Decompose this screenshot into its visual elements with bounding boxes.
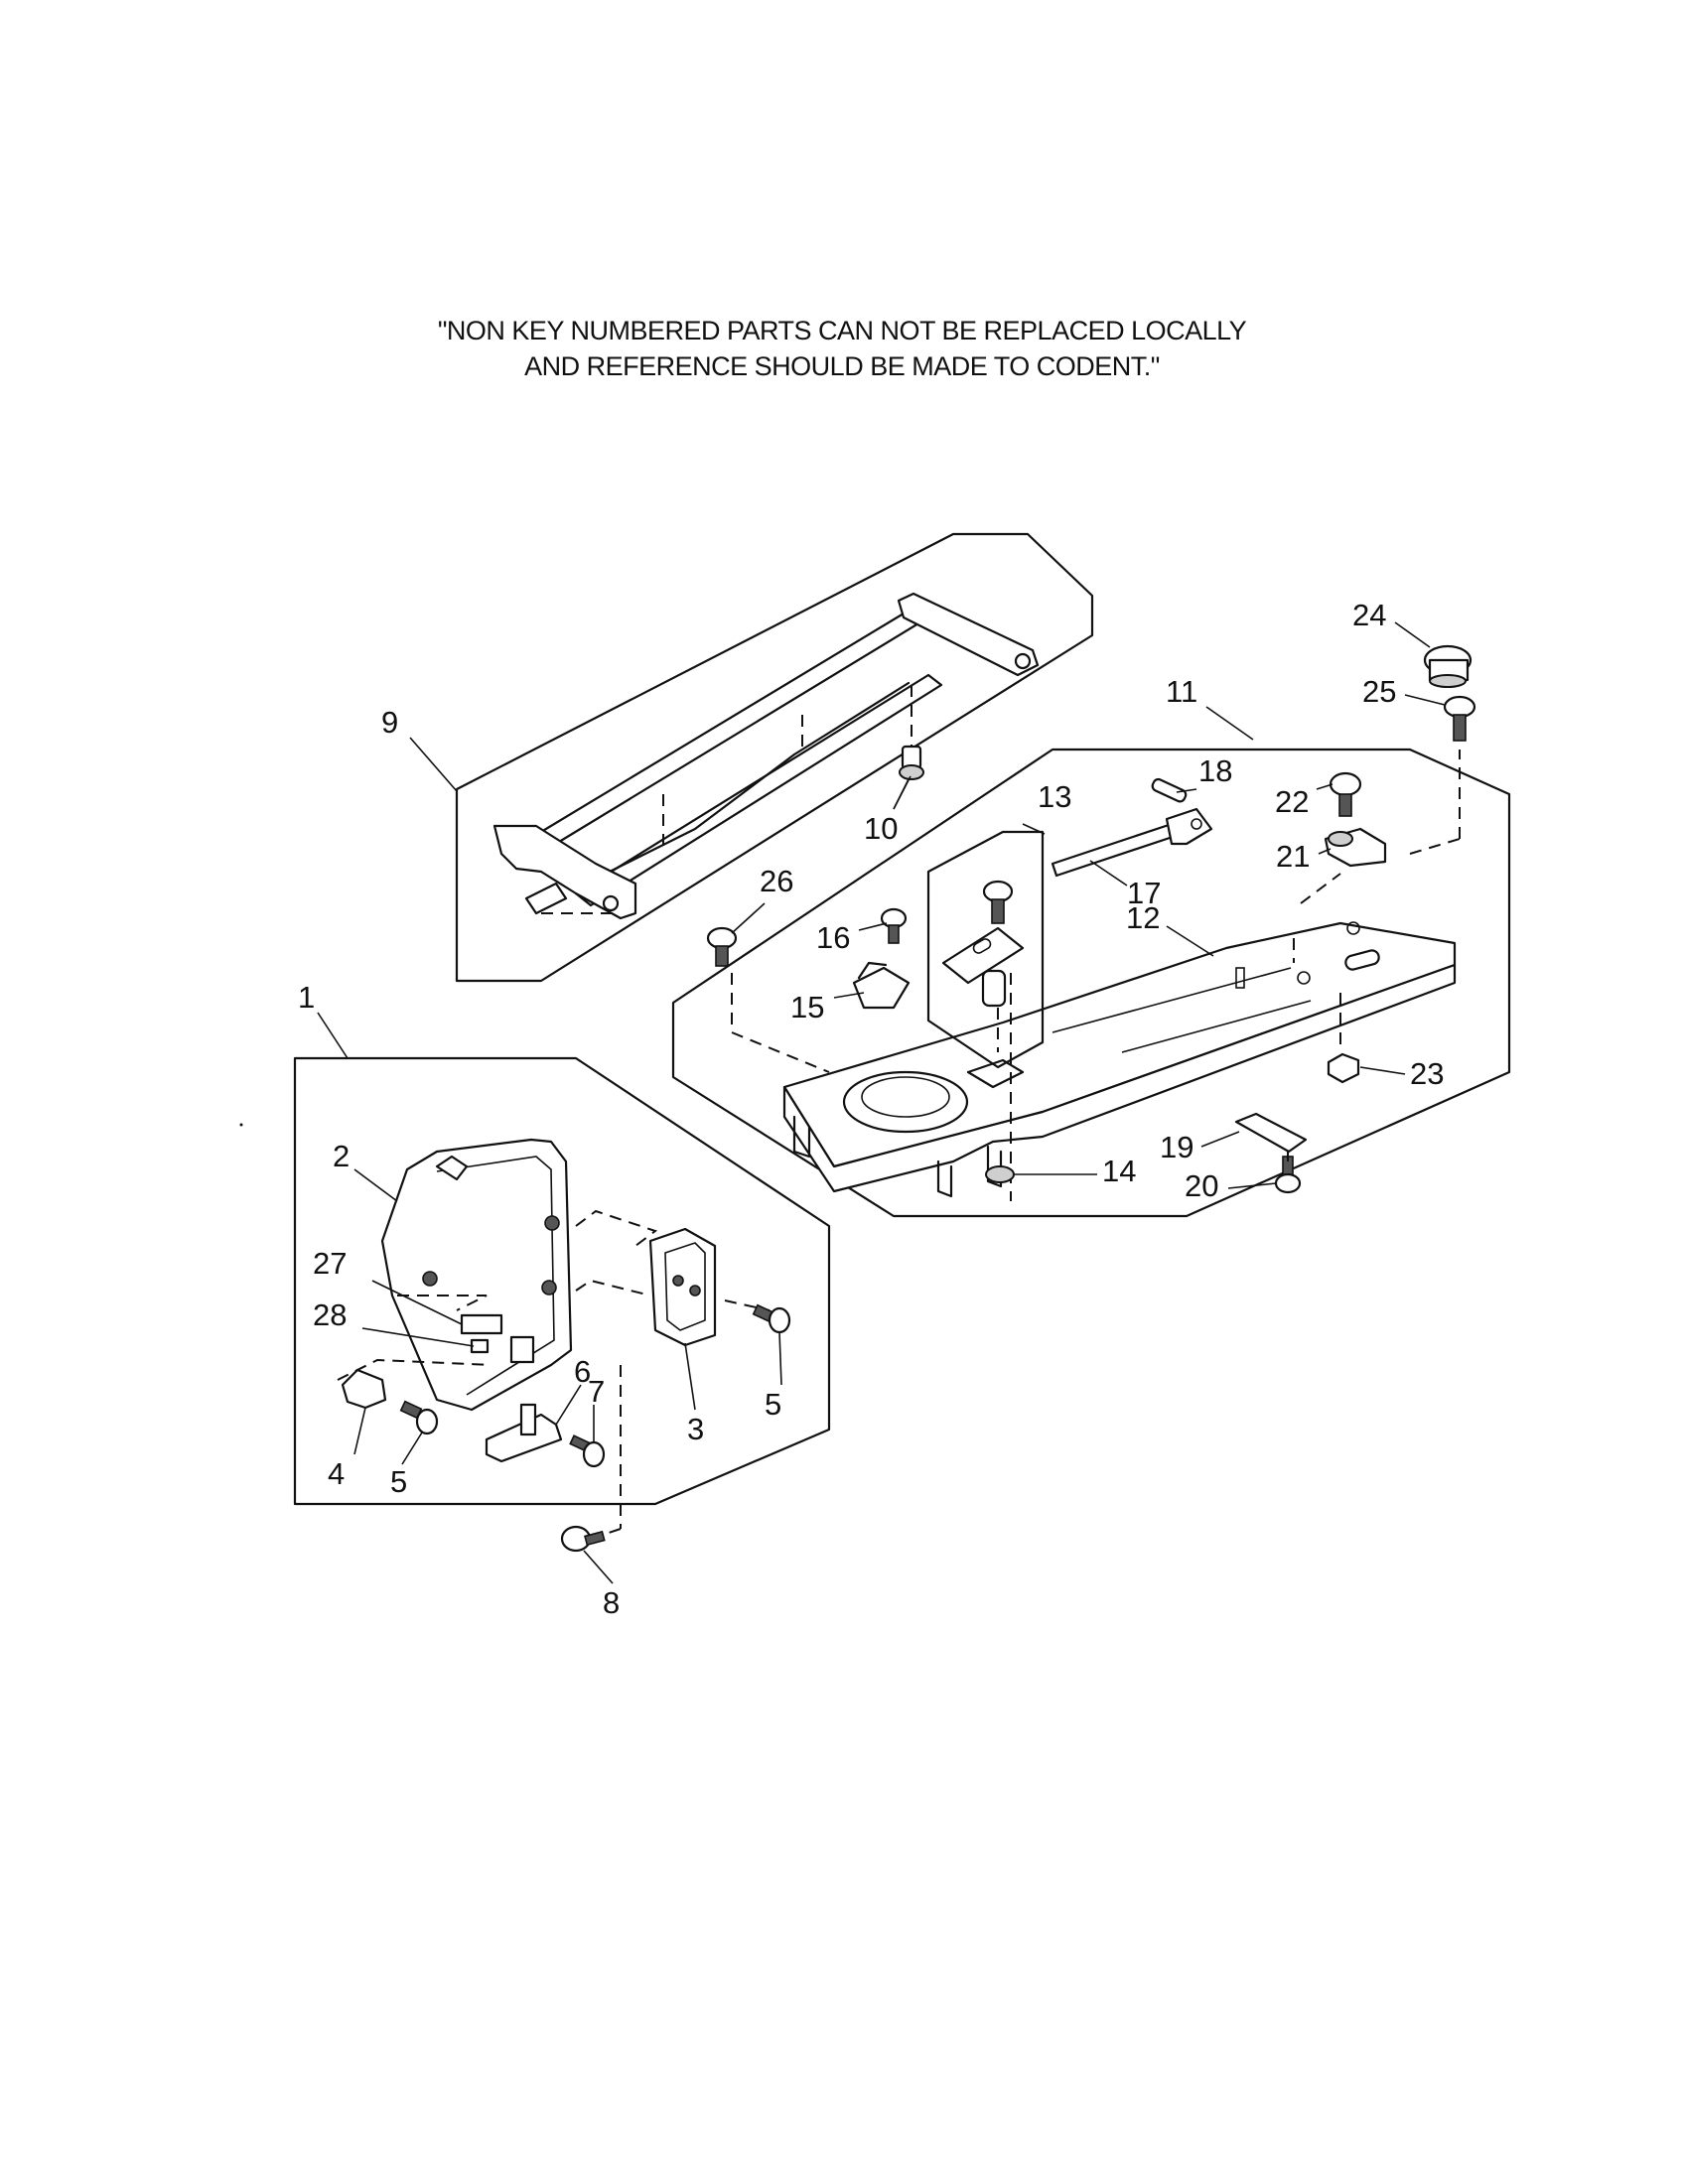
part-10-nut [899, 745, 924, 780]
part-8-screw [560, 1525, 606, 1553]
callout-24: 24 [1352, 598, 1386, 632]
rail-left-hole [602, 894, 620, 912]
callout-2: 2 [333, 1139, 350, 1173]
part-6-lever [485, 1413, 563, 1463]
rail-wire [604, 681, 911, 876]
rail-left-bracket [492, 824, 637, 920]
part-5-screw-right [752, 1303, 791, 1334]
callout-3: 3 [687, 1412, 704, 1446]
group-9-boundary [455, 532, 1094, 983]
plate-round-recess [842, 1070, 969, 1134]
callout-labels: 9 10 11 12 13 14 15 16 17 18 19 20 21 22… [298, 598, 1444, 1620]
leader-lines [317, 621, 1446, 1584]
callout-4: 4 [328, 1456, 345, 1491]
callout-6: 6 [574, 1354, 591, 1389]
callout-19: 19 [1160, 1130, 1193, 1164]
callout-16: 16 [816, 920, 850, 955]
group-11-boundary [671, 748, 1511, 1218]
callout-27: 27 [313, 1246, 347, 1281]
group-1-cover-assembly [293, 1056, 831, 1540]
rail-lower-bar [574, 673, 943, 907]
part-3-bracket [648, 1227, 717, 1347]
part-2-cover [380, 1138, 573, 1412]
rail-right-hole [1014, 652, 1032, 670]
callout-9: 9 [381, 705, 398, 740]
callout-23: 23 [1410, 1056, 1444, 1091]
callout-20: 20 [1185, 1168, 1218, 1203]
callout-13: 13 [1038, 779, 1071, 814]
part-14-washer [985, 1165, 1015, 1183]
plate-slot [1344, 949, 1380, 971]
part-22-screw [1329, 771, 1362, 817]
part-24-cap [1423, 644, 1473, 688]
part-19-tab [1234, 1112, 1308, 1154]
part-15-clip [852, 961, 911, 1010]
note-line-2: AND REFERENCE SHOULD BE MADE TO CODENT." [524, 351, 1160, 381]
part-6-post [519, 1403, 537, 1436]
callout-28: 28 [313, 1297, 347, 1332]
part-23-nut [1327, 1052, 1360, 1084]
group-1-boundary [293, 1056, 831, 1506]
callout-5-right: 5 [765, 1387, 781, 1422]
callout-21: 21 [1276, 839, 1310, 874]
part-4-clip [341, 1368, 387, 1410]
part-27-label [460, 1313, 503, 1335]
group-9-rail-assembly [455, 532, 1094, 983]
callout-26: 26 [760, 864, 793, 898]
rail-left-tab [524, 882, 568, 915]
callout-25: 25 [1362, 674, 1396, 709]
part-12-plate-front [782, 963, 1457, 1193]
callout-18: 18 [1198, 753, 1232, 788]
note-line-1: "NON KEY NUMBERED PARTS CAN NOT BE REPLA… [437, 316, 1247, 345]
part-26-screw [706, 926, 738, 967]
callout-11: 11 [1166, 674, 1197, 709]
part-16-screw [880, 907, 908, 944]
callout-22: 22 [1275, 784, 1309, 819]
group-13-boundary [926, 830, 1045, 1069]
callout-15: 15 [790, 990, 824, 1024]
callout-1: 1 [298, 980, 315, 1015]
callout-5-left: 5 [390, 1464, 407, 1499]
part-5-screw-left [399, 1400, 439, 1435]
rail-right-bracket [897, 592, 1040, 677]
callout-7: 7 [588, 1374, 605, 1409]
callout-14: 14 [1102, 1154, 1136, 1188]
group-11-base-plate [671, 748, 1511, 1218]
part-18-pin [1151, 777, 1188, 803]
part-21-bracket [1324, 827, 1387, 868]
callout-10: 10 [864, 811, 898, 846]
part-25-screw [1443, 695, 1476, 742]
part-13-carrier [941, 880, 1025, 1052]
part-28-label [470, 1338, 490, 1354]
callout-17: 17 [1127, 876, 1161, 910]
part-17-rod [1051, 807, 1213, 878]
part-7-screw [569, 1434, 606, 1468]
callout-8: 8 [603, 1585, 620, 1620]
callout-12: 12 [1126, 900, 1160, 935]
